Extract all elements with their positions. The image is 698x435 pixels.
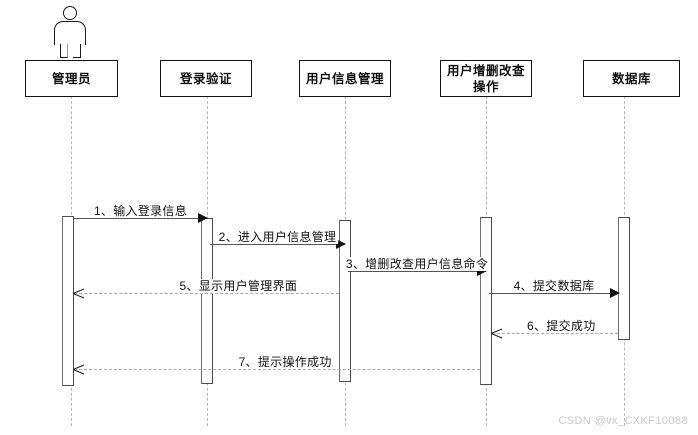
message-2-arrowhead-icon — [336, 239, 346, 249]
actor-leg-left-icon — [60, 44, 68, 58]
actor-stick-figure-icon — [48, 6, 94, 58]
participant-box-login[interactable]: 登录验证 — [160, 60, 252, 97]
activation-bar-crud — [480, 217, 492, 385]
message-6-arrowhead-icon — [491, 327, 503, 339]
message-7-line — [74, 369, 480, 370]
watermark: CSDN @vx_CXKF10088 — [558, 415, 688, 427]
message-3-label: 3、增删改查用户信息命令 — [343, 257, 491, 271]
message-3-line — [348, 271, 486, 272]
message-1-line — [74, 218, 207, 219]
activation-bar-login — [201, 218, 213, 384]
message-3-arrowhead-icon — [477, 266, 487, 276]
participant-box-usermgr[interactable]: 用户信息管理 — [299, 60, 391, 97]
message-7-arrowhead-icon — [73, 363, 85, 375]
message-6-line — [492, 333, 618, 334]
message-5-label: 5、显示用户管理界面 — [177, 279, 300, 293]
message-1-arrowhead-icon — [198, 213, 208, 223]
participant-box-admin[interactable]: 管理员 — [25, 60, 118, 97]
actor-head-icon — [63, 6, 77, 20]
message-4-label: 4、提交数据库 — [511, 279, 597, 293]
message-5-line — [74, 293, 339, 294]
actor-body-icon — [54, 21, 86, 45]
activation-bar-admin — [62, 216, 74, 386]
participant-box-crud[interactable]: 用户增删改查操作 — [440, 60, 532, 97]
message-7-label: 7、提示操作成功 — [236, 355, 334, 369]
participant-box-db[interactable]: 数据库 — [583, 60, 680, 97]
message-6-label: 6、提交成功 — [525, 319, 598, 333]
message-4-line — [489, 293, 619, 294]
message-2-line — [210, 244, 345, 245]
message-5-arrowhead-icon — [73, 287, 85, 299]
message-4-arrowhead-icon — [610, 288, 620, 298]
activation-bar-db — [618, 217, 630, 340]
message-2-label: 2、进入用户信息管理 — [216, 230, 339, 244]
message-1-label: 1、输入登录信息 — [91, 204, 190, 218]
actor-leg-right-icon — [73, 44, 81, 58]
